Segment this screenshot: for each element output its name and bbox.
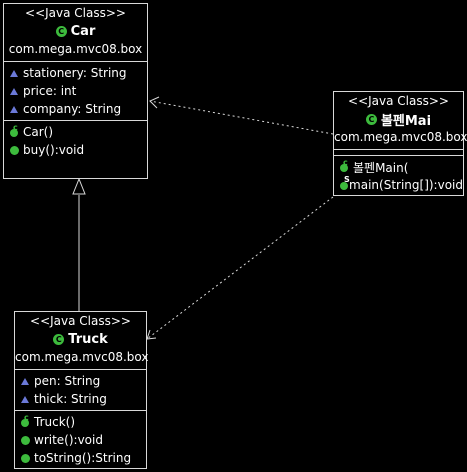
class-icon: C <box>53 333 65 345</box>
method-row: buy():void <box>10 141 147 159</box>
dependency-arrowhead-truck <box>146 329 157 340</box>
attribute-row: company: String <box>10 100 147 118</box>
package-name: com.mega.mvc08.box <box>8 42 143 56</box>
static-method-icon: S <box>340 175 350 190</box>
protected-attribute-icon <box>10 105 18 113</box>
constructor-icon: c <box>21 413 31 427</box>
class-box-car[interactable]: <<Java Class>> C Car com.mega.mvc08.box … <box>3 3 148 179</box>
attribute-row: price: int <box>10 82 147 100</box>
class-icon: C <box>55 25 67 37</box>
class-box-main[interactable]: <<Java Class>> C 볼펜Mai com.mega.mvc08.bo… <box>333 91 467 196</box>
class-header: <<Java Class>> C 볼펜Mai com.mega.mvc08.bo… <box>334 92 467 150</box>
class-name: Car <box>70 23 96 39</box>
class-name: 볼펜Mai <box>380 113 432 129</box>
attribute-row: stationery: String <box>10 64 147 82</box>
dependency-line-main-car <box>149 100 334 135</box>
public-method-icon <box>21 435 30 445</box>
constructor-icon: c <box>10 123 20 137</box>
attribute-row: thick: String <box>21 390 146 408</box>
protected-attribute-icon <box>21 377 29 385</box>
class-icon: C <box>365 113 377 125</box>
package-name: com.mega.mvc08.box <box>334 130 467 144</box>
dependency-line-main-truck <box>146 196 334 340</box>
attributes-section <box>334 150 463 156</box>
class-box-truck[interactable]: <<Java Class>> C Truck com.mega.mvc08.bo… <box>14 311 149 469</box>
protected-attribute-icon <box>21 395 29 403</box>
dependency-arrowhead-car <box>149 96 160 109</box>
stereotype-label: <<Java Class>> <box>348 94 449 108</box>
public-method-icon <box>10 145 19 155</box>
protected-attribute-icon <box>10 69 18 77</box>
public-method-icon <box>21 453 30 463</box>
stereotype-label: <<Java Class>> <box>25 6 126 20</box>
attribute-row: pen: String <box>21 372 146 390</box>
package-name: com.mega.mvc08.box <box>15 350 149 364</box>
constructor-icon: c <box>340 158 350 172</box>
attributes-section: stationery: String price: int company: S… <box>4 62 147 121</box>
class-name: Truck <box>68 331 108 347</box>
class-header: <<Java Class>> C Truck com.mega.mvc08.bo… <box>15 312 149 370</box>
method-row: write():void <box>21 431 146 449</box>
protected-attribute-icon <box>10 87 18 95</box>
generalization-arrowhead <box>72 177 86 195</box>
class-header: <<Java Class>> C Car com.mega.mvc08.box <box>4 4 147 62</box>
stereotype-label: <<Java Class>> <box>30 314 131 328</box>
method-row: toString():String <box>21 449 146 467</box>
attributes-section: pen: String thick: String <box>15 370 146 411</box>
